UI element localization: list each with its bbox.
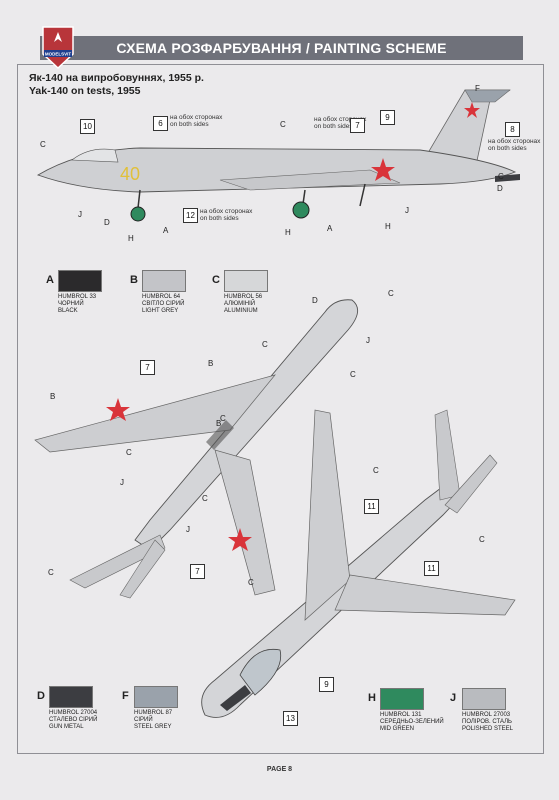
tag: C (373, 466, 379, 475)
caption-en: Yak-140 on tests, 1955 (29, 85, 141, 97)
callout-8: 8 (505, 122, 520, 137)
tag: C (126, 448, 132, 457)
header-bar: СХЕМА РОЗФАРБУВАННЯ / PAINTING SCHEME (40, 36, 523, 60)
tag: H (128, 234, 134, 243)
tag: C (40, 140, 46, 149)
brand-logo: MODELSVIT (42, 26, 74, 70)
swatch-black (58, 270, 102, 292)
aircraft-caption: Як-140 на випробовуннях, 1955 р. Yak-140… (29, 72, 204, 98)
callout-10: 10 (80, 119, 95, 134)
tag: B (50, 392, 56, 401)
star-insignia-wing-left (106, 398, 130, 421)
tag: H (385, 222, 391, 231)
star-insignia-wing-right (228, 528, 252, 551)
tag: C (350, 370, 356, 379)
page-number: PAGE 8 (266, 766, 293, 773)
tag: C (220, 414, 226, 423)
callout-9: 9 (380, 110, 395, 125)
tag: B (208, 359, 214, 368)
bottom-view-drawing (201, 409, 516, 718)
tag: C (388, 289, 394, 298)
swatch-mid-green (380, 688, 424, 710)
callout-9: 9 (319, 677, 334, 692)
tag: C (262, 340, 268, 349)
tag: B (216, 419, 222, 428)
tag: A (163, 226, 169, 235)
tag: C (248, 578, 254, 587)
fuselage-number: 40 (120, 164, 140, 184)
tag: C (280, 120, 286, 129)
callout-7: 7 (190, 564, 205, 579)
caption-ua: Як-140 на випробовуннях, 1955 р. (29, 72, 204, 84)
callout-6: 6 (153, 116, 168, 131)
tag: A (327, 224, 333, 233)
callout-7: 7 (350, 118, 365, 133)
swatch-gun-metal (49, 686, 93, 708)
callout-7: 7 (140, 360, 155, 375)
page-title: СХЕМА РОЗФАРБУВАННЯ / PAINTING SCHEME (116, 40, 447, 56)
tag: D (312, 296, 318, 305)
tag: F (475, 84, 480, 93)
tag: C (498, 172, 504, 181)
tag: J (366, 336, 370, 345)
tag: H (285, 228, 291, 237)
tag: D (104, 218, 110, 227)
star-insignia-fuselage (371, 158, 395, 181)
swatch-light-grey (142, 270, 186, 292)
side-view-drawing: 40 (36, 89, 520, 222)
logo-text: MODELSVIT (45, 52, 72, 57)
swatch-aluminium (224, 270, 268, 292)
tag: J (78, 210, 82, 219)
tag: J (405, 206, 409, 215)
swatch-steel-grey (134, 686, 178, 708)
callout-13: 13 (283, 711, 298, 726)
tag: C (479, 535, 485, 544)
tag: D (497, 184, 503, 193)
tag: C (202, 494, 208, 503)
callout-11: 11 (364, 499, 379, 514)
callout-12: 12 (183, 208, 198, 223)
callout-11: 11 (424, 561, 439, 576)
tag: J (120, 478, 124, 487)
swatch-polished-steel (462, 688, 506, 710)
top-view-drawing (34, 299, 358, 599)
content-frame (17, 64, 544, 754)
star-insignia-tail (464, 102, 480, 118)
tag: J (186, 525, 190, 534)
tag: C (48, 568, 54, 577)
